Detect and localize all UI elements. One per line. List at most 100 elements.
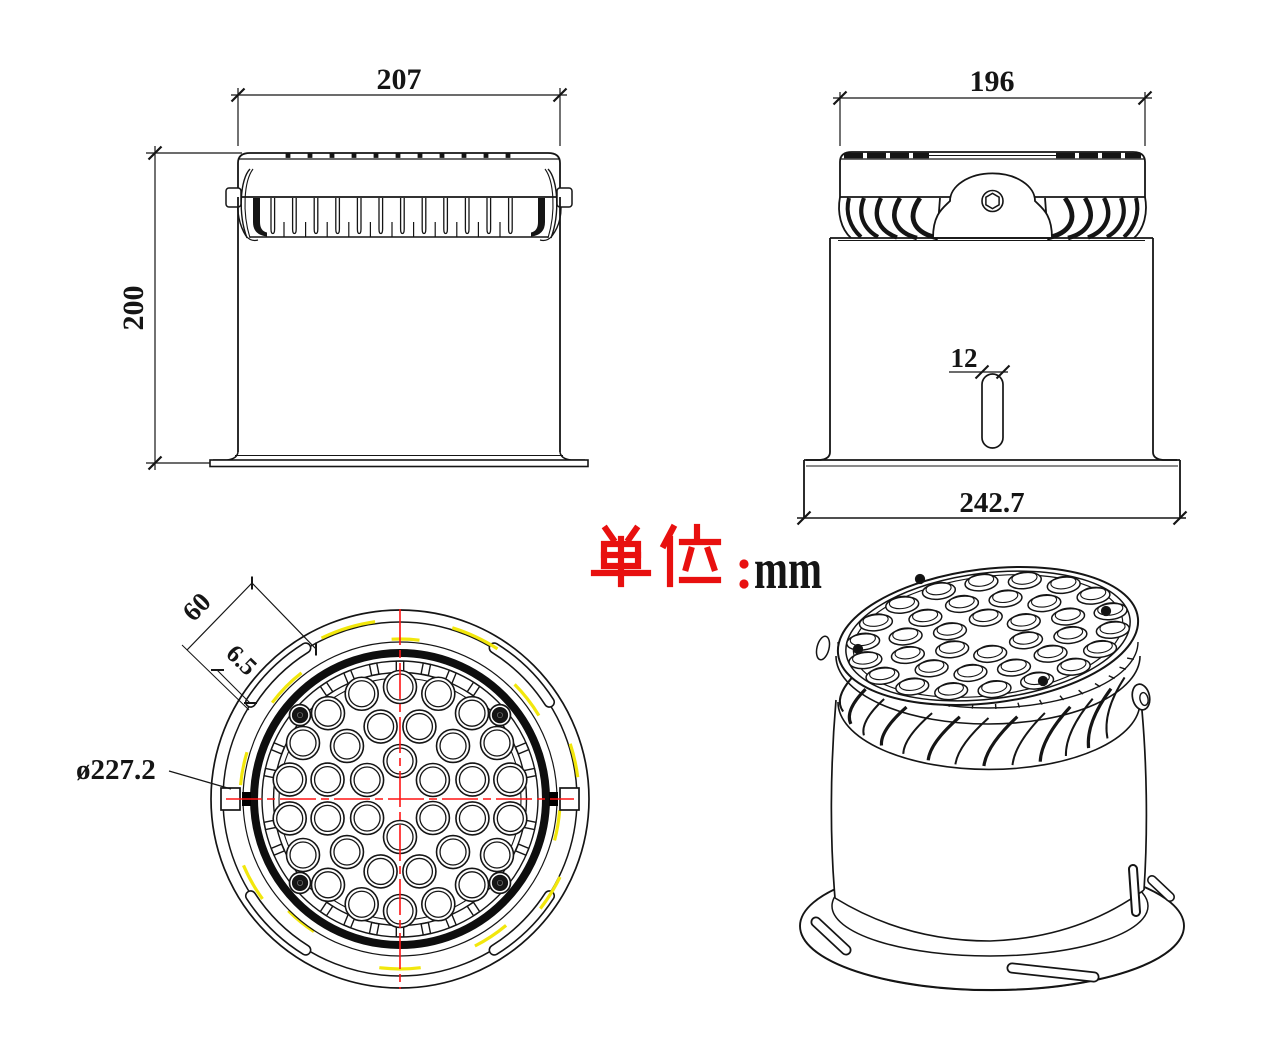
iso-led-hole xyxy=(935,640,970,659)
band-tick xyxy=(395,152,401,158)
led-lens-outer xyxy=(310,762,345,797)
led-lens-inner xyxy=(313,804,342,833)
yellow-arc xyxy=(474,924,508,948)
dim-tick xyxy=(995,364,1011,380)
bezel-tooth xyxy=(270,843,286,857)
iso-led-hole xyxy=(1007,571,1042,590)
iso-led-hole xyxy=(1008,631,1044,650)
led-lens-outer xyxy=(310,801,345,836)
yellow-arc xyxy=(513,683,541,717)
led-lens-inner xyxy=(496,765,524,794)
iso-screw-dot xyxy=(852,643,864,655)
yellow-arc xyxy=(320,620,376,640)
fullwidth-colon-glyph xyxy=(739,559,749,589)
iso-led-hole xyxy=(932,622,968,641)
iso-led-hole-inner xyxy=(1011,571,1038,585)
yoke-arm xyxy=(544,168,554,239)
body-side xyxy=(1152,238,1177,461)
iso-body-slot-group xyxy=(1128,864,1141,917)
iso-led-hole-inner xyxy=(1054,607,1081,621)
yellow-marks xyxy=(239,620,580,971)
bezel-tooth xyxy=(319,901,334,917)
fin-slot xyxy=(270,198,276,235)
iso-fin xyxy=(879,705,908,746)
iso-fin xyxy=(838,677,853,713)
fin-slot xyxy=(507,198,513,235)
led-lens-outer xyxy=(285,837,321,873)
dim-bezel-diameter: ø227.2 xyxy=(76,754,156,786)
iso-led-hole-inner xyxy=(1060,657,1087,672)
led-lens-outer xyxy=(479,725,515,761)
led-lens-inner xyxy=(458,804,487,833)
led-lens-inner xyxy=(333,732,361,760)
led-lens-inner xyxy=(424,890,452,918)
head-outline xyxy=(237,152,561,197)
screw-dot xyxy=(497,712,503,718)
led-lens-outer xyxy=(421,886,456,922)
iso-led-holes xyxy=(845,571,1131,701)
extension-line xyxy=(186,582,253,651)
iso-led-hole xyxy=(1053,626,1088,645)
iso-top-face xyxy=(836,566,1140,706)
iso-led-hole-inner xyxy=(1010,613,1037,627)
iso-led-hole xyxy=(885,596,920,614)
led-lens-outer xyxy=(479,837,515,873)
led-lens-outer xyxy=(454,695,490,731)
iso-led-hole-inner xyxy=(1099,620,1126,635)
front-view: 207 200 xyxy=(117,63,589,471)
iso-led-hole-inner xyxy=(888,595,915,610)
iso-led-hole-inner xyxy=(892,627,919,641)
fin-slot xyxy=(313,198,319,235)
fin-edge xyxy=(1133,196,1147,239)
led-lens-inner xyxy=(313,765,342,794)
iso-tooth xyxy=(1059,695,1065,701)
iso-body-left xyxy=(830,699,837,899)
led-lens-inner xyxy=(458,765,487,794)
band-tick xyxy=(307,152,313,158)
led-lens-outer xyxy=(454,867,490,903)
hex-bolt-icon xyxy=(985,192,1000,210)
fin-edge xyxy=(838,196,852,239)
led-lens-outer xyxy=(455,801,490,836)
yoke-arm-foot xyxy=(539,235,553,242)
iso-led-hole xyxy=(895,677,930,696)
led-lens-outer xyxy=(415,800,451,836)
top-view: 60 6.5 ø227.2 xyxy=(76,576,590,989)
fin-slot xyxy=(399,198,405,235)
path-shape xyxy=(601,524,618,544)
led-lens-inner xyxy=(348,680,376,708)
fin-slot xyxy=(378,198,384,235)
fin-slot xyxy=(356,198,362,235)
iso-slot-core xyxy=(1008,964,1098,981)
led-lens-inner xyxy=(314,871,342,899)
led-lens-outer xyxy=(329,728,365,764)
path-shape xyxy=(704,546,718,572)
bezel-tooth xyxy=(319,681,334,697)
iso-led-hole-inner xyxy=(1000,658,1027,673)
led-lens-inner xyxy=(439,732,467,760)
led-lens-outer xyxy=(455,762,490,797)
dimension-line xyxy=(251,582,317,650)
iso-led-hole-inner xyxy=(849,632,876,647)
iso-led-hole-inner xyxy=(937,682,964,696)
iso-led-hole xyxy=(964,573,999,592)
iso-led-hole xyxy=(934,682,969,701)
yellow-arc xyxy=(239,751,249,786)
iso-fins-bottom-arc xyxy=(837,701,1141,771)
led-lens-inner xyxy=(289,841,317,869)
led-lens-inner xyxy=(458,871,486,899)
yellow-arc xyxy=(568,743,580,778)
dim-front-width-group xyxy=(230,87,568,146)
led-lens-outer xyxy=(363,709,398,744)
led-lens-inner xyxy=(439,838,467,866)
iso-led-hole-inner xyxy=(1012,631,1039,645)
iso-led-hole-inner xyxy=(1097,602,1124,616)
iso-led-hole xyxy=(921,582,957,601)
led-lens-outer xyxy=(402,709,437,744)
bezel-tooth xyxy=(466,681,481,697)
iso-fin xyxy=(1038,705,1072,762)
side-view: 196 xyxy=(796,65,1188,526)
iso-led-hole xyxy=(988,589,1023,608)
iso-led-hole-inner xyxy=(981,679,1008,694)
centerlines xyxy=(226,609,574,989)
